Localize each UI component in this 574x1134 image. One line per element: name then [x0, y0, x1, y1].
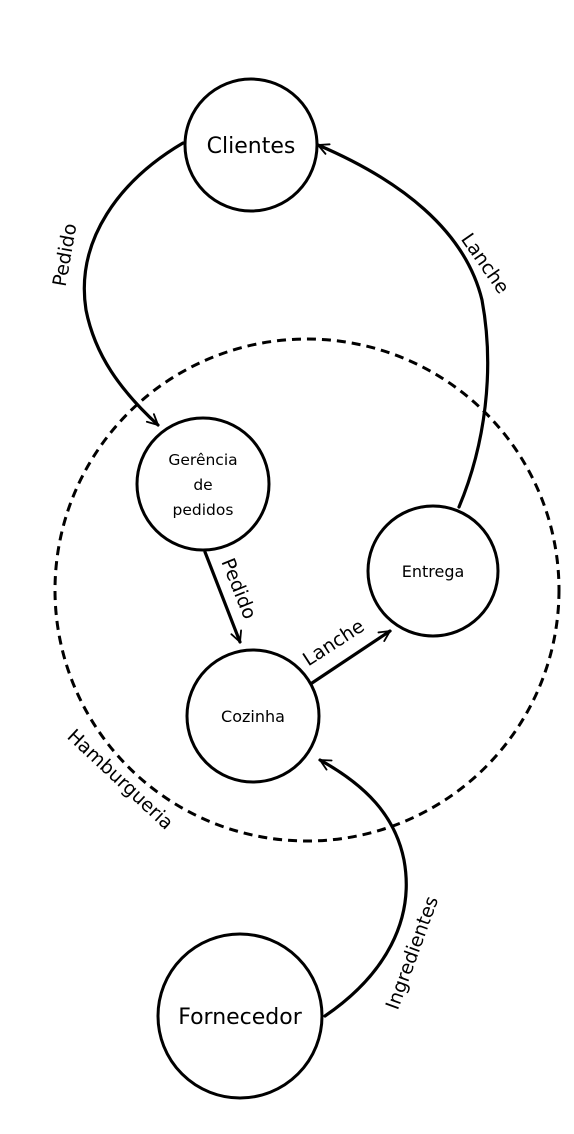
node-clientes: Clientes: [183, 77, 319, 213]
node-gerencia-label-line2: de: [193, 476, 212, 494]
node-gerencia-label-line3: pedidos: [173, 501, 234, 519]
edge-fornecedor-to-cozinha: [318, 758, 408, 1018]
node-fornecedor-label: Fornecedor: [178, 1005, 303, 1030]
node-cozinha: Cozinha: [185, 648, 321, 784]
node-entrega-label: Entrega: [402, 562, 465, 581]
node-gerencia-label-line1: Gerência: [168, 451, 237, 469]
edge-gerencia-to-cozinha: [203, 550, 242, 644]
node-clientes-label: Clientes: [207, 134, 296, 159]
edge-clientes-to-gerencia: [82, 141, 185, 427]
hamburgueria-label: Hamburgueria: [63, 725, 178, 834]
edge-label-pedido-gerencia: Pedido: [216, 555, 260, 622]
edge-entrega-to-clientes: [316, 143, 490, 509]
edge-label-ingredientes: Ingredientes: [382, 893, 443, 1012]
edge-label-lanche-entrega: Lanche: [456, 229, 513, 298]
hamburgueria-boundary: [53, 337, 561, 843]
node-entrega: Entrega: [366, 504, 500, 638]
node-fornecedor: Fornecedor: [156, 932, 324, 1100]
edge-label-pedido-clientes: Pedido: [49, 222, 82, 288]
node-cozinha-label: Cozinha: [221, 707, 285, 726]
node-gerencia-de-pedidos: Gerência de pedidos: [135, 416, 271, 552]
edge-cozinha-to-entrega: [310, 629, 392, 685]
edge-label-lanche-cozinha: Lanche: [299, 615, 368, 671]
